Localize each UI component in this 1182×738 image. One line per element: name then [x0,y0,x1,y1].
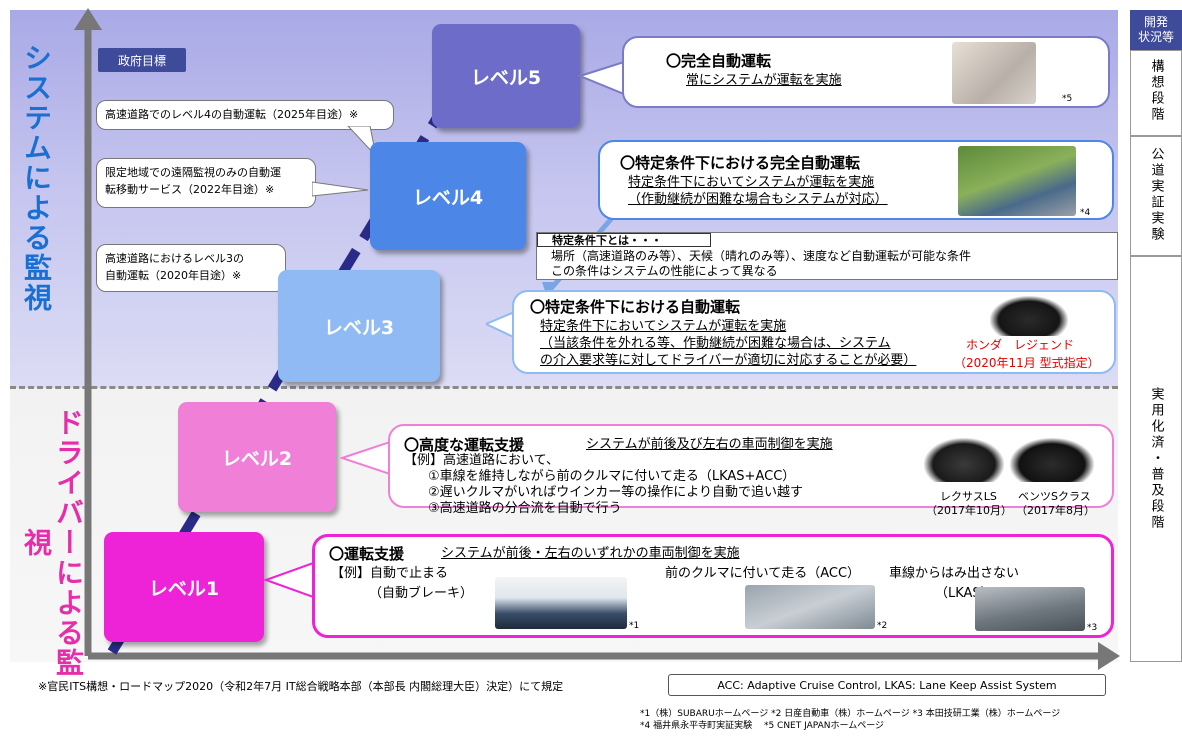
level1-card-example: 【例】自動で止まる [331,566,449,581]
abbreviation-box: ACC: Adaptive Cruise Control, LKAS: Lane… [668,674,1106,696]
benz-car-photo [1010,438,1094,482]
level1-card: 〇運転支援 システムが前後・左右のいずれかの車両制御を実施 【例】自動で止まる … [312,534,1114,638]
level2-card-sub: システムが前後及び左右の車両制御を実施 [586,437,833,452]
level1-card-sub: システムが前後・左右のいずれかの車両制御を実施 [441,546,740,561]
level4-card-desc1: 特定条件下においてシステムが運転を実施 [628,175,875,190]
level2-card-item1: ①車線を維持しながら前のクルマに付いて走る（LKAS+ACC） [428,469,796,484]
sidebar-stage-public-road: 公道実証実験 [1130,136,1182,256]
level5-photo [952,42,1036,104]
level5-card-desc: 常にシステムが運転を実施 [686,73,842,88]
callout-text: 高速道路におけるレベル3の [105,252,244,265]
callout-text: 限定地域での遠隔監視のみの自動運 [105,166,281,179]
card-pointer [264,560,317,600]
image-sources-line2: *4 福井県永平寺町実証実験 *5 CNET JAPANホームページ [640,721,885,731]
level2-card-title: 〇高度な運転支援 [404,436,525,454]
sidebar-stage-practical-label: 実用化済・普及段階 [1148,387,1164,531]
sidebar-stage-practical: 実用化済・普及段階 [1130,256,1182,662]
level1-card-lkas: 車線からはみ出さない [889,566,1020,581]
gov-target-badge: 政府目標 [98,48,186,72]
definition-heading: 特定条件下とは・・・ [537,233,711,247]
level2-card-example: 【例】高速道路において、 [404,453,559,468]
level3-card-desc1: 特定条件下においてシステムが運転を実施 [540,319,787,334]
level4-photo [958,146,1076,216]
level4-box: レベル4 [370,142,526,250]
level4-card-desc2: （作動継続が困難な場合もシステムが対応） [628,192,888,207]
callout-level3-highway: 高速道路におけるレベル3の 自動運転（2020年目途）※ [96,244,286,292]
zone-divider [10,386,1118,389]
sidebar-stage-concept-label: 構想段階 [1148,59,1164,123]
sidebar-stage-public-road-label: 公道実証実験 [1148,147,1164,243]
x-axis-arrow [1098,642,1120,670]
level3-card-title: 〇特定条件下における自動運転 [530,298,741,316]
callout-level4-remote: 限定地域での遠隔監視のみの自動運 転移動サービス（2022年目途）※ [96,158,316,208]
lexus-car-name: レクサスLS [940,490,997,503]
definition-line2: この条件はシステムの性能によって異なる [551,264,778,278]
image-sources-line1: *1（株）SUBARUホームページ *2 日産自動車（株）ホームページ *3 本… [640,709,1061,719]
lexus-car-photo [924,438,1004,482]
level3-card: 〇特定条件下における自動運転 特定条件下においてシステムが運転を実施 （当該条件… [512,290,1116,374]
card-pointer [340,440,391,476]
level5-card-title: 〇完全自動運転 [666,52,772,70]
level3-card-desc2: （当該条件を外れる等、作動継続が困難な場合は、システム [540,336,891,351]
level4-note: *4 [1080,208,1091,218]
level1-card-acc: 前のクルマに付いて走る（ACC） [665,566,861,581]
sidebar-stage-concept: 構想段階 [1130,50,1182,136]
callout-text: 高速道路でのレベル4の自動運転（2025年目途）※ [105,108,359,121]
honda-car-photo [990,296,1068,336]
level5-card: 〇完全自動運転 常にシステムが運転を実施 *5 [622,36,1110,108]
level1-box: レベル1 [104,532,264,642]
level4-card-title: 〇特定条件下における完全自動運転 [620,154,861,172]
benz-car-name: ベンツSクラス [1018,490,1091,503]
level1-note1: *1 [629,621,640,631]
definition-line1: 場所（高速道路のみ等）、天候（晴れのみ等）、速度など自動運転が可能な条件 [551,249,972,263]
level2-box: レベル2 [178,402,336,512]
level1-note3: *3 [1087,623,1098,633]
card-pointer [577,60,625,96]
nissan-acc-photo [745,585,875,629]
level3-box: レベル3 [278,270,440,382]
level2-card-item3: ③高速道路の分合流を自動で行う [428,501,622,516]
honda-car-date: （2020年11月 型式指定） [954,356,1100,370]
system-monitoring-label: システムによる監視 [20,43,53,313]
level4-card: 〇特定条件下における完全自動運転 特定条件下においてシステムが運転を実施 （作動… [598,140,1114,220]
level1-card-title: 〇運転支援 [329,545,405,563]
roadmap-footnote: ※官民ITS構想・ロードマップ2020（令和2年7月 IT総合戦略本部（本部長 … [38,680,564,693]
callout-text: 自動運転（2020年目途）※ [105,269,242,282]
benz-car-date: （2017年8月） [1016,504,1095,517]
level2-card: 〇高度な運転支援 システムが前後及び左右の車両制御を実施 【例】高速道路において… [388,424,1114,517]
y-axis-arrow [74,8,102,30]
level1-note2: *2 [877,621,888,631]
level1-card-example-b: （自動ブレーキ） [369,586,474,601]
level2-card-item2: ②遅いクルマがいればウインカー等の操作により自動で追い越す [428,485,804,500]
driver-monitoring-label: ドライバーによる監視 [20,408,85,678]
callout-text: 転移動サービス（2022年目途）※ [105,183,275,196]
subaru-brake-photo [495,577,627,629]
level3-card-desc3: の介入要求等に対してドライバーが適切に対応することが必要） [540,353,917,368]
lexus-car-date: （2017年10月） [926,504,1012,517]
honda-car-name: ホンダ レジェンド [966,338,1075,352]
callout-level4-highway: 高速道路でのレベル4の自動運転（2025年目途）※ [96,100,394,130]
sidebar-header: 開発 状況等 [1130,10,1182,50]
level5-note: *5 [1062,94,1073,104]
honda-lkas-photo [975,587,1085,631]
level5-box: レベル5 [432,24,580,128]
condition-definition-box: 特定条件下とは・・・ 場所（高速道路のみ等）、天候（晴れのみ等）、速度など自動運… [536,232,1118,280]
callout-pointer [347,126,377,158]
callout-pointer [312,181,369,197]
